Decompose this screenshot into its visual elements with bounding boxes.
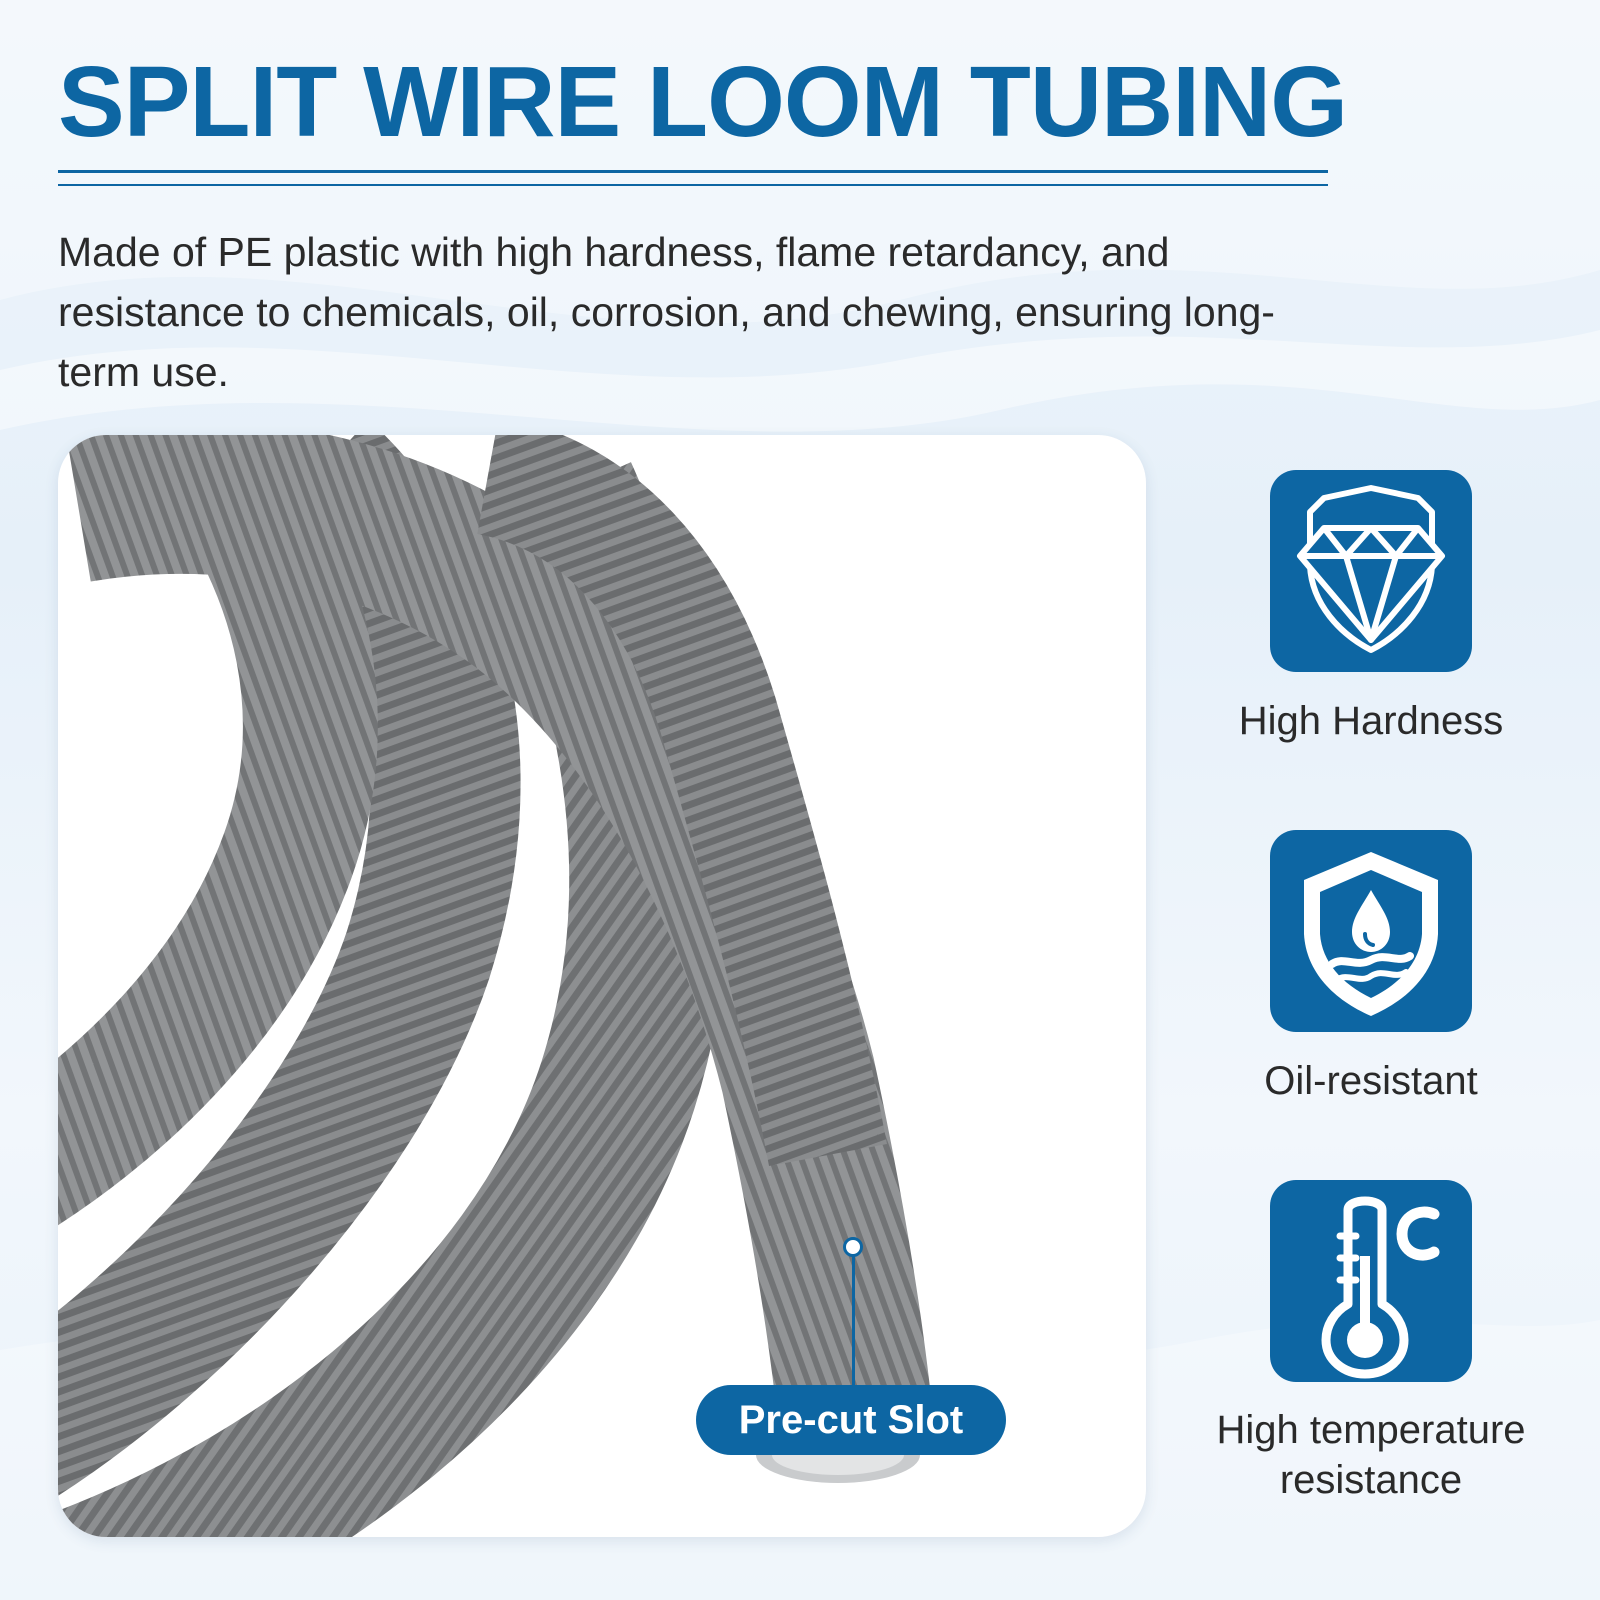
- title-underline: [58, 170, 1328, 173]
- product-photo-card: [58, 435, 1146, 1537]
- title-underline-secondary: [58, 184, 1328, 186]
- tubing-illustration: [58, 435, 936, 1537]
- oil-drop-shield-icon: [1270, 830, 1472, 1032]
- diamond-shield-icon: [1270, 470, 1472, 672]
- thermometer-celsius-icon: [1270, 1180, 1472, 1382]
- product-description: Made of PE plastic with high hardness, f…: [58, 229, 1275, 395]
- page-title: SPLIT WIRE LOOM TUBING: [58, 46, 1348, 158]
- callout-marker-dot: [843, 1237, 863, 1257]
- feature-label-high-temperature-resistance: High temperature resistance: [1216, 1408, 1526, 1502]
- callout-leader-line: [852, 1247, 855, 1387]
- feature-label-oil-resistant: Oil-resistant: [1264, 1059, 1478, 1103]
- pre-cut-slot-label: Pre-cut Slot: [696, 1385, 1006, 1455]
- feature-label-high-hardness: High Hardness: [1238, 699, 1504, 743]
